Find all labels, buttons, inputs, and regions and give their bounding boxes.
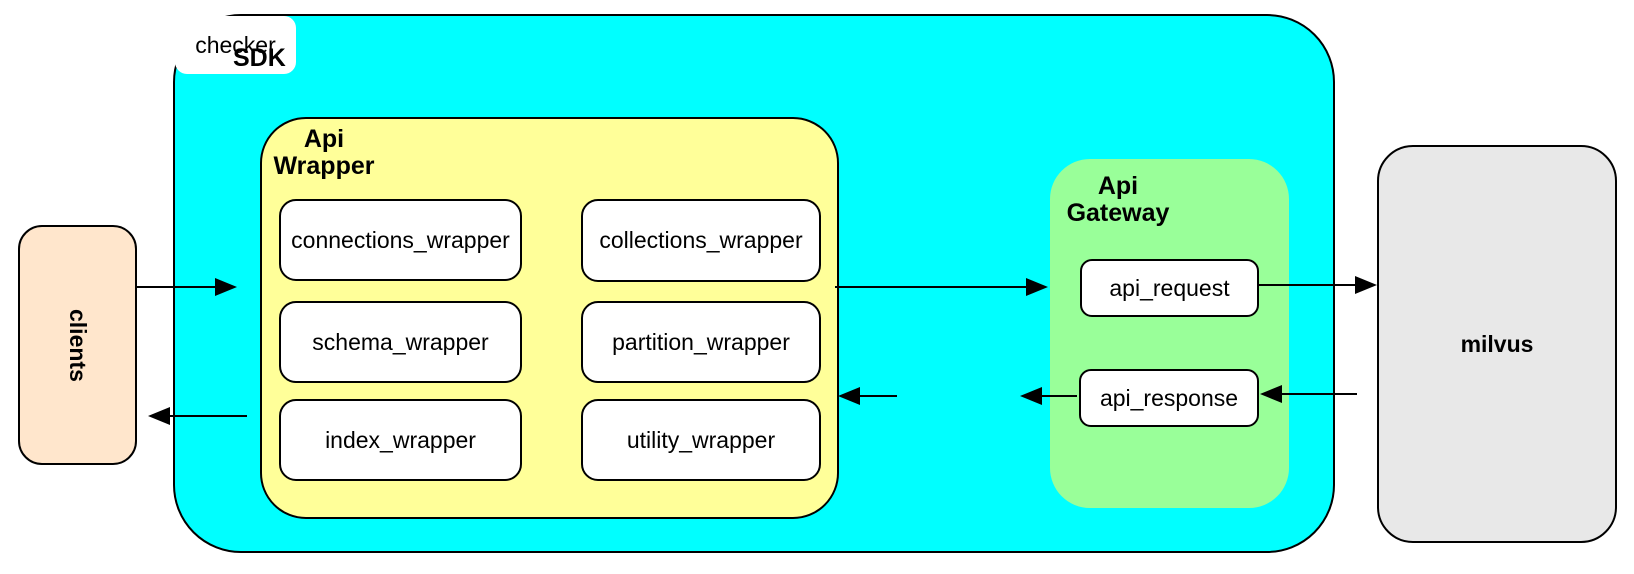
arrowhead-right-icon (215, 278, 237, 296)
arrow-clients-to-sdk (137, 278, 237, 296)
collections-wrapper-label: collections_wrapper (599, 227, 803, 253)
arrow-line (1257, 284, 1355, 286)
node-milvus: milvus (1377, 145, 1617, 543)
api-response-label: api_response (1099, 384, 1239, 411)
arrow-milvus-to-api-response (1260, 385, 1357, 403)
arrow-line (1282, 393, 1357, 395)
utility-wrapper-label: utility_wrapper (626, 426, 776, 453)
partition-wrapper-label: partition_wrapper (612, 328, 790, 355)
arrow-line (170, 415, 247, 417)
arrow-line (835, 286, 1026, 288)
connections-wrapper-label: connections_wrapper (291, 226, 510, 253)
node-utility-wrapper: utility_wrapper (581, 399, 821, 481)
arrow-api-wrapper-to-clients (148, 407, 247, 425)
api-gateway-label-line2: Gateway (1066, 199, 1170, 227)
node-partition-wrapper: partition_wrapper (581, 301, 821, 383)
schema-wrapper-label: schema_wrapper (312, 328, 489, 355)
node-api-response: api_response (1079, 369, 1259, 427)
sdk-label: SDK (233, 44, 286, 72)
api-wrapper-label-line1: Api (303, 125, 345, 153)
node-clients: clients (18, 225, 137, 465)
arrowhead-left-icon (838, 387, 860, 405)
arrow-api-response-to-checker (1020, 387, 1077, 405)
arrow-line (860, 395, 897, 397)
arrowhead-left-icon (1260, 385, 1282, 403)
clients-label: clients (65, 308, 91, 382)
node-api-request: api_request (1080, 259, 1259, 317)
checker-label: checker (195, 31, 276, 58)
arrowhead-left-icon (148, 407, 170, 425)
node-connections-wrapper: connections_wrapper (279, 199, 522, 281)
arrow-line (1042, 395, 1077, 397)
arrow-checker-to-api-wrapper (838, 387, 897, 405)
arrow-api-wrapper-to-api-gateway (835, 278, 1048, 296)
arrow-line (137, 286, 215, 288)
milvus-label: milvus (1460, 330, 1534, 357)
api-gateway-label-line1: Api (1097, 172, 1139, 200)
api-request-label: api_request (1109, 274, 1230, 301)
node-collections-wrapper: collections_wrapper (581, 199, 821, 282)
arrowhead-left-icon (1020, 387, 1042, 405)
index-wrapper-label: index_wrapper (325, 426, 476, 453)
api-wrapper-label-line2: Wrapper (273, 152, 375, 180)
node-index-wrapper: index_wrapper (279, 399, 522, 481)
node-checker: checker (175, 16, 296, 74)
arrowhead-right-icon (1355, 276, 1377, 294)
arrow-api-request-to-milvus (1257, 276, 1377, 294)
node-schema-wrapper: schema_wrapper (279, 301, 522, 383)
arrowhead-right-icon (1026, 278, 1048, 296)
